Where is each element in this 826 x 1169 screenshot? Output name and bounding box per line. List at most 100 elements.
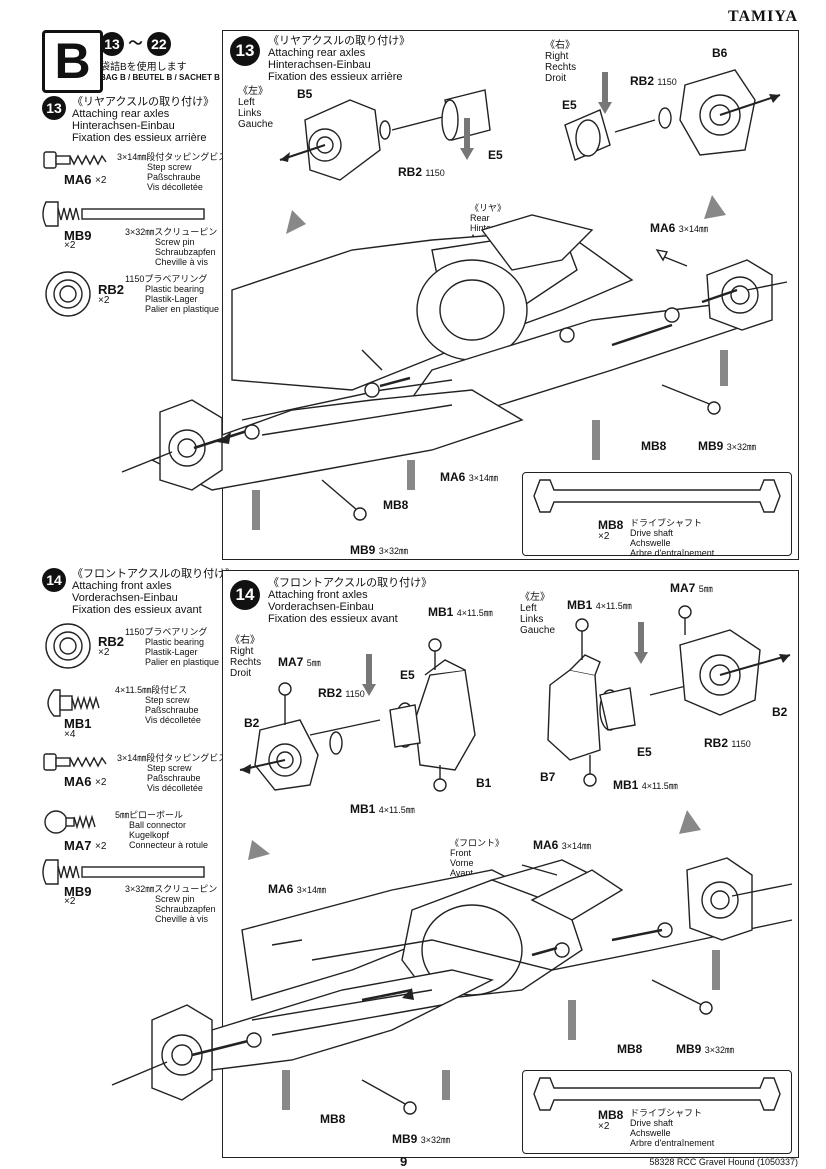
- label-mb1-bottom-left: MB1 4×11.5㎜: [613, 778, 678, 792]
- driveshaft13-desc: ドライブシャフト Drive shaft Achswelle Arbre d'e…: [630, 518, 715, 558]
- mb9-screw-pin-icon-14: [42, 859, 205, 885]
- step-range-sep: ～: [128, 35, 143, 52]
- label-ma7-left: MA7 5㎜: [670, 581, 713, 595]
- mb1-step-screw-icon: [47, 689, 100, 717]
- step14-left-tool-arrow: [634, 622, 648, 664]
- step14-right-hub-drawing: [239, 638, 476, 792]
- part-desc-ma6-14: 3×14㎜段付タッピングビス Step screw Paßschraube Vi…: [117, 753, 228, 793]
- step13-left-hub-drawing: [279, 89, 491, 181]
- label-mb1-top-left: MB1 4×11.5㎜: [567, 598, 632, 612]
- label-b7: B7: [540, 770, 556, 784]
- label-mb9-14-right: MB9 3×32㎜: [676, 1042, 734, 1056]
- step14-diagram-titles: 《フロントアクスルの取り付け》 Attaching front axles Vo…: [268, 577, 433, 625]
- label-ma6-14-top: MA6 3×14㎜: [533, 838, 591, 852]
- part-qty-rb2: ×2: [98, 295, 110, 306]
- step14-left-label: 《左》 Left Links Gauche: [520, 592, 556, 636]
- bag-use-jp: 袋詰Bを使用します: [100, 62, 187, 73]
- step13-title-fr: Fixation des essieux arrière: [72, 132, 207, 144]
- step13-right-label: 《右》 Right Rechts Droit: [545, 40, 577, 84]
- step13-parts-header: 13: [42, 96, 66, 120]
- label-rb2-14-left: RB2 1150: [704, 736, 751, 750]
- part-qty-mb1: ×4: [64, 729, 76, 740]
- step13-number-small: 13: [42, 96, 66, 120]
- bag-step-range: 13 ～ 22: [100, 32, 171, 56]
- step14-left-hub-drawing: [547, 605, 791, 787]
- rb2-bearing-icon-14: [45, 623, 91, 669]
- brand-logo: TAMIYA: [727, 8, 798, 25]
- ma6-screw-icon-14: [43, 753, 107, 771]
- step13-diagram-titles: 《リヤアクスルの取り付け》 Attaching rear axles Hinte…: [268, 35, 411, 83]
- part-code-mb9: MB9: [64, 228, 92, 243]
- label-e5-right: E5: [562, 98, 577, 112]
- step13-parts-titles: 《リヤアクスルの取り付け》 Attaching rear axles Hinte…: [72, 96, 214, 144]
- part-qty-rb2-14: ×2: [98, 647, 110, 658]
- label-b5: B5: [297, 87, 313, 101]
- label-mb8-14-left: MB8: [320, 1112, 346, 1126]
- part-desc-rb2: 1150プラベアリング Plastic bearing Plastik-Lage…: [125, 274, 220, 314]
- part-qty-mb9-14: ×2: [64, 896, 76, 907]
- step14-parts-titles: 《フロントアクスルの取り付け》 Attaching front axles Vo…: [72, 568, 237, 616]
- step14-driveshaft-box: [522, 1070, 792, 1154]
- part-qty-ma6: ×2: [95, 175, 107, 186]
- driveshaft14-desc: ドライブシャフト Drive shaft Achswelle Arbre d'e…: [630, 1108, 715, 1148]
- bag-letter-badge: B: [42, 30, 103, 93]
- step14-chassis-assembly-drawing: [111, 810, 793, 1115]
- ma6-screw-icon: [43, 151, 107, 169]
- label-mb9-13-left: MB9 3×32㎜: [350, 543, 408, 557]
- label-rb2-right: RB2 1150: [630, 74, 677, 88]
- part-code-mb9-14: MB9: [64, 884, 92, 899]
- driveshaft14-qty: ×2: [598, 1121, 610, 1132]
- label-b2-left: B2: [772, 705, 788, 719]
- label-ma6-13-left: MA6 3×14㎜: [440, 470, 498, 484]
- part-code-rb2: RB2: [98, 282, 125, 297]
- step-range-from: 13: [100, 32, 124, 56]
- label-rb2-14-right: RB2 1150: [318, 686, 365, 700]
- part-desc-ma6: 3×14㎜段付タッピングビス Step screw Paßschraube Vi…: [117, 152, 228, 192]
- part-qty-mb9: ×2: [64, 240, 76, 251]
- label-mb8-14-right: MB8: [617, 1042, 643, 1056]
- rb2-bearing-icon: [45, 271, 91, 317]
- driveshaft13-qty: ×2: [598, 531, 610, 542]
- step14-right-label: 《右》 Right Rechts Droit: [230, 635, 262, 679]
- step13-title-jp: 《リヤアクスルの取り付け》: [72, 96, 215, 108]
- ma7-ball-connector-icon: [44, 810, 96, 834]
- part-desc-mb1: 4×11.5㎜段付ビス Step screw Paßschraube Vis d…: [115, 685, 201, 725]
- part-code-rb2-14: RB2: [98, 634, 125, 649]
- label-rb2-left: RB2 1150: [398, 165, 445, 179]
- bag-use-multilang: BAG B / BEUTEL B / SACHET B: [100, 73, 220, 82]
- part-desc-rb2-14: 1150プラベアリング Plastic bearing Plastik-Lage…: [125, 627, 220, 667]
- step13-number-badge: 13: [230, 36, 260, 66]
- label-mb1-bottom-right: MB1 4×11.5㎜: [350, 802, 415, 816]
- label-mb8-13-left: MB8: [383, 498, 409, 512]
- product-code-footer: 58328 RCC Gravel Hound (1050337): [649, 1157, 798, 1167]
- step13-right-hub-drawing: [564, 69, 781, 161]
- part-code-ma6: MA6: [64, 172, 92, 187]
- step14-number-badge: 14: [230, 580, 260, 610]
- label-ma7-right: MA7 5㎜: [278, 655, 321, 669]
- label-mb9-14-left: MB9 3×32㎜: [392, 1132, 450, 1146]
- label-mb9-13-right: MB9 3×32㎜: [698, 439, 756, 453]
- step13-driveshaft-box: [522, 472, 792, 556]
- driveshaft13-code: MB8: [598, 518, 624, 532]
- label-e5-14-right: E5: [400, 668, 415, 682]
- step13-right-tool-arrow: [598, 72, 612, 114]
- part-code-mb1: MB1: [64, 716, 92, 731]
- step13-left-tool-arrow: [460, 118, 474, 160]
- part-desc-mb9: 3×32㎜スクリューピン Screw pin Schraubzapfen Che…: [125, 227, 218, 267]
- page-number: 9: [400, 1154, 408, 1169]
- part-code-ma7: MA7: [64, 838, 92, 853]
- label-mb1-top-right: MB1 4×11.5㎜: [428, 605, 493, 619]
- part-qty-ma7: ×2: [95, 841, 107, 852]
- part-desc-ma7: 5㎜ピローボール Ball connector Kugelkopf Connec…: [115, 810, 209, 850]
- step13-chassis-assembly-drawing: [121, 195, 788, 530]
- label-mb8-13-right: MB8: [641, 439, 667, 453]
- step-range-to: 22: [146, 32, 171, 56]
- label-b6: B6: [712, 46, 728, 60]
- part-qty-ma6-14: ×2: [95, 777, 107, 788]
- step14-driveshaft-drawing: [533, 1077, 781, 1111]
- step13-driveshaft-drawing: [533, 479, 781, 513]
- part-code-ma6-14: MA6: [64, 774, 92, 789]
- label-ma6-14-left: MA6 3×14㎜: [268, 882, 326, 896]
- step13-title-en: Attaching rear axles: [72, 108, 170, 120]
- step13-left-label: 《左》 Left Links Gauche: [238, 86, 274, 130]
